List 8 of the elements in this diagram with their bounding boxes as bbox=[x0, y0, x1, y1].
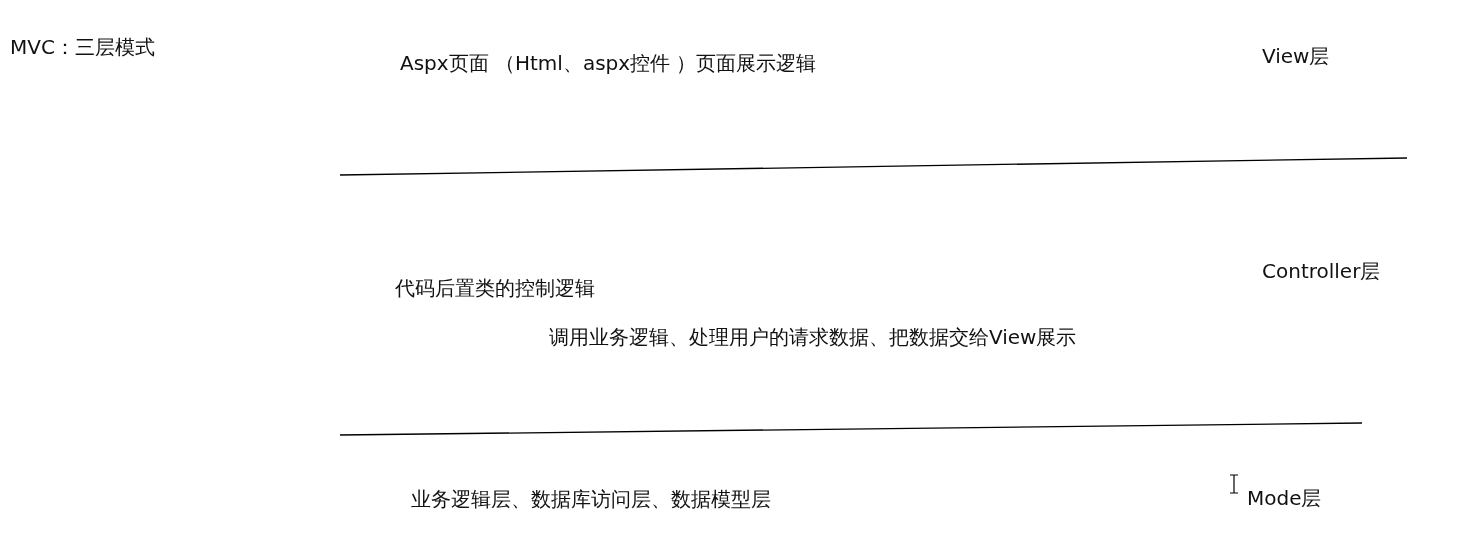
layer-description: 调用业务逻辑、处理用户的请求数据、把数据交给View展示 bbox=[549, 325, 1077, 349]
layer-description: 代码后置类的控制逻辑 bbox=[395, 276, 595, 300]
layer-description: 业务逻辑层、数据库访问层、数据模型层 bbox=[411, 487, 771, 511]
layer-label: Controller层 bbox=[1262, 259, 1381, 283]
layer-description: Aspx页面 （Html、aspx控件 ）页面展示逻辑 bbox=[400, 51, 817, 75]
diagram-title: MVC：三层模式 bbox=[10, 35, 155, 59]
layer-label: View层 bbox=[1262, 44, 1330, 68]
layer-label: Mode层 bbox=[1247, 486, 1322, 510]
